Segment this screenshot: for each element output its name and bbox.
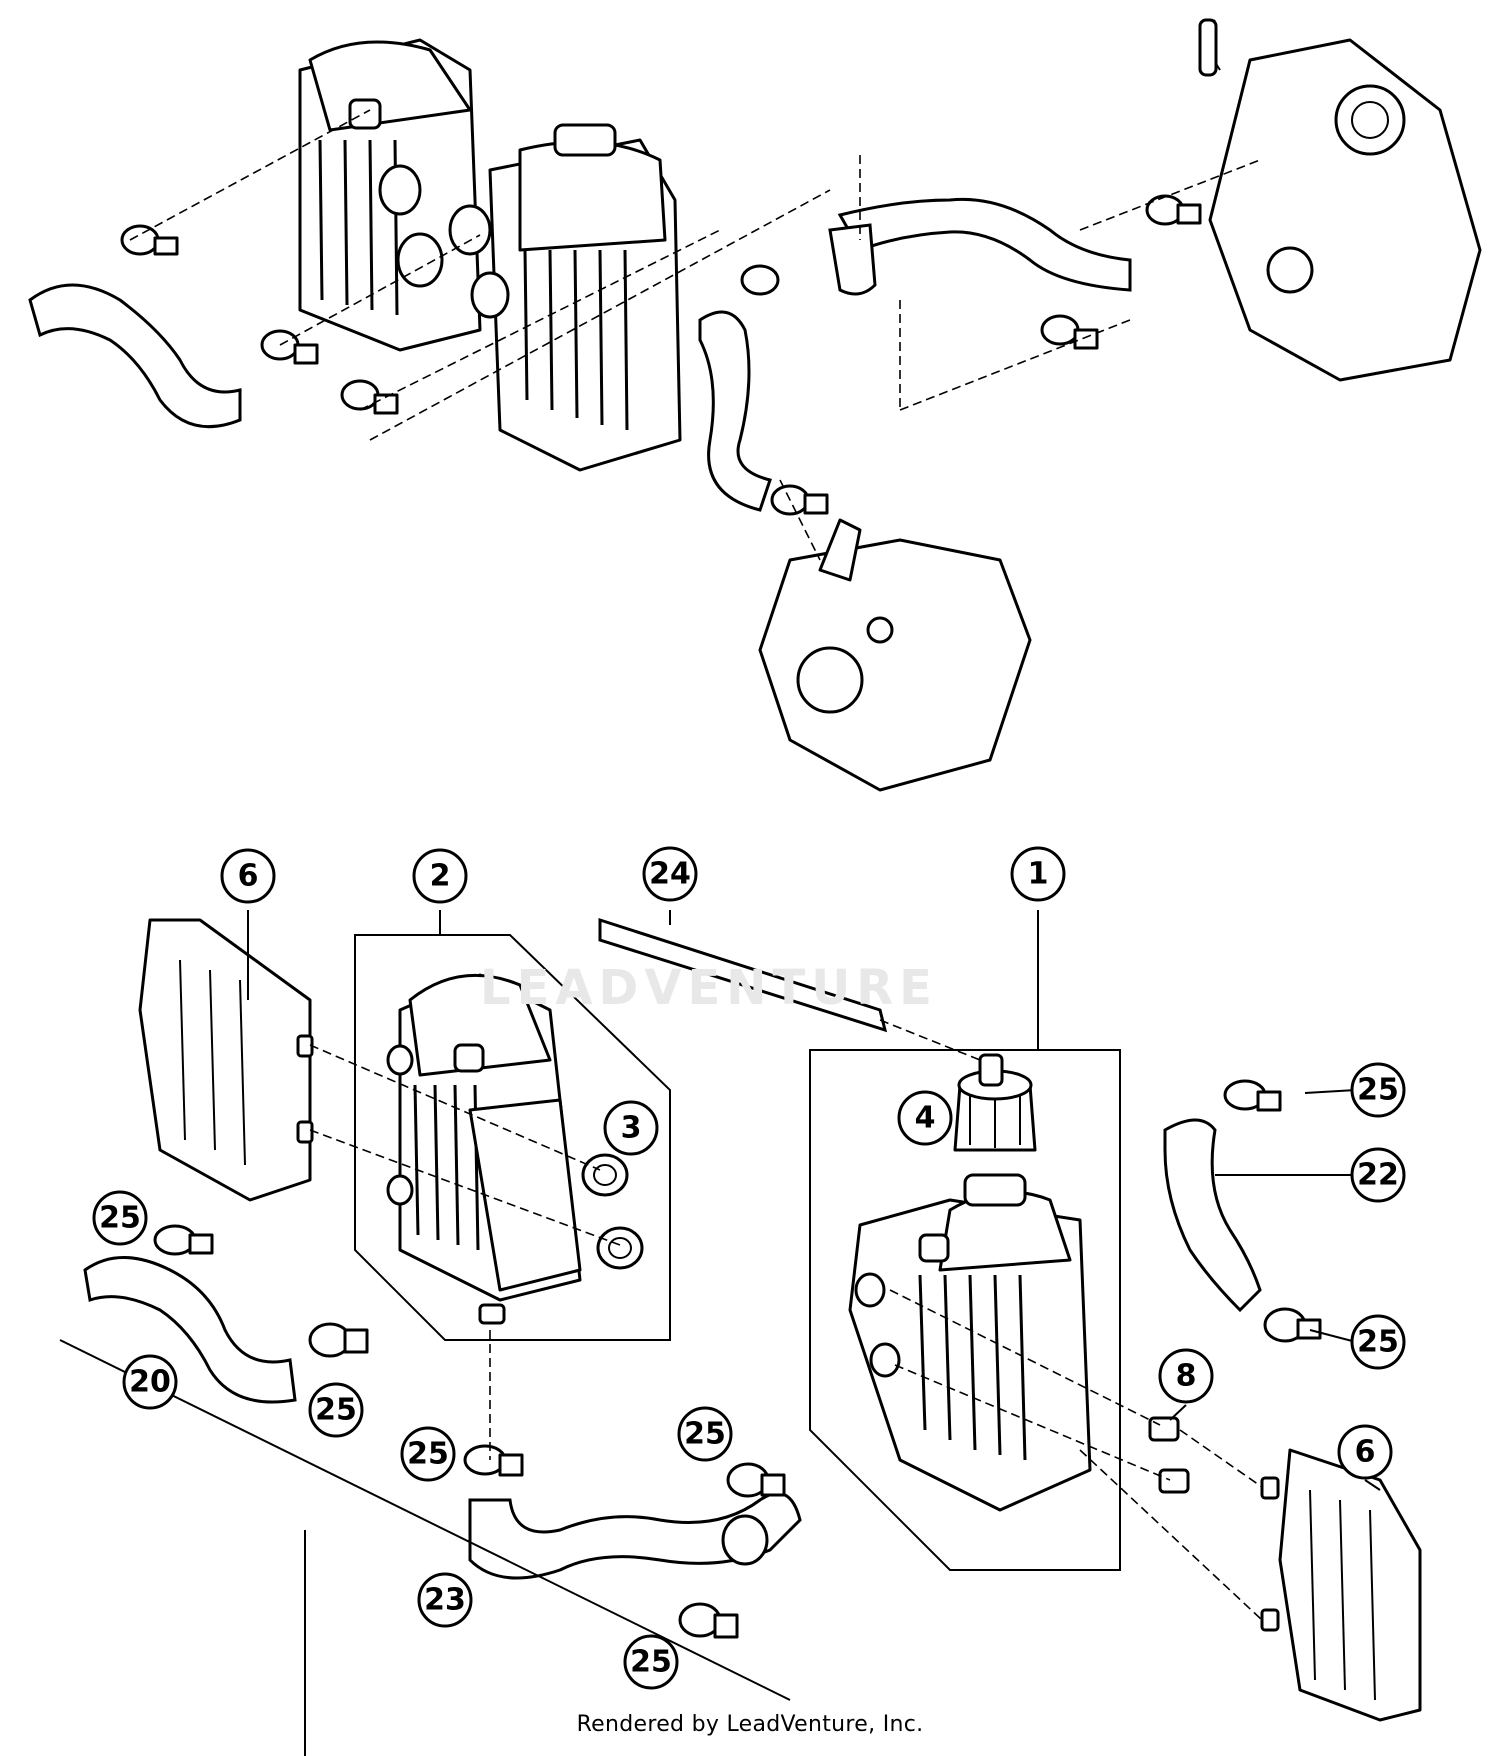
- top-middle-radiator: [448, 123, 682, 472]
- callout-20: 20: [122, 1354, 178, 1410]
- callout-label: 24: [649, 857, 691, 892]
- callout-label: 4: [915, 1101, 936, 1136]
- footer-credit: Rendered by LeadVenture, Inc.: [576, 1712, 924, 1737]
- callout-label: 25: [684, 1417, 726, 1452]
- callout-label: 6: [1355, 1435, 1376, 1470]
- callout-label: 25: [315, 1393, 357, 1428]
- top-left-radiator: [298, 38, 482, 352]
- top-hose-elbow: [828, 223, 877, 296]
- pipe-line-left: [59, 1339, 791, 1701]
- callout-2: 2: [412, 848, 468, 904]
- radiator-shroud-right: [1260, 1448, 1422, 1722]
- callout-label: 25: [99, 1201, 141, 1236]
- radiator-shroud-left: [138, 918, 314, 1202]
- callout-label: 22: [1357, 1158, 1399, 1193]
- bottom-dash-lines: [309, 1019, 1263, 1621]
- callout-label: 20: [129, 1365, 171, 1400]
- hose-clamps: [153, 1079, 1322, 1639]
- top-hose-right: [837, 197, 1132, 292]
- callout-4: 4: [897, 1090, 953, 1146]
- callout-6-right: 6: [1337, 1424, 1393, 1480]
- callout-25-c: 25: [400, 1426, 456, 1482]
- callout-25-b: 25: [308, 1382, 364, 1438]
- radiator-right: [848, 1173, 1092, 1512]
- group-box-2: [354, 934, 671, 1341]
- callout-22: 22: [1350, 1147, 1406, 1203]
- top-clamps-left: [120, 224, 399, 415]
- callout-23: 23: [417, 1572, 473, 1628]
- callout-25-a: 25: [92, 1190, 148, 1246]
- callout-label: 2: [430, 859, 451, 894]
- callout-label: 6: [238, 859, 259, 894]
- callout-1: 1: [1010, 846, 1066, 902]
- group-box-1: [809, 1049, 1121, 1571]
- leader-lines: [247, 910, 1381, 1491]
- callout-3: 3: [603, 1100, 659, 1156]
- grommets: [581, 1153, 644, 1270]
- bolts: [1148, 1416, 1190, 1494]
- bottom-assembly: [59, 917, 1422, 1756]
- hose-23-end: [721, 1514, 769, 1566]
- top-hose-left: [28, 283, 242, 429]
- callout-6-left: 6: [220, 848, 276, 904]
- breather-hose: [598, 917, 888, 1033]
- callout-24: 24: [642, 846, 698, 902]
- hose-20: [83, 1256, 297, 1404]
- top-engine-cover: [1198, 18, 1482, 382]
- top-assembly: [28, 18, 1482, 792]
- callout-25-e: 25: [623, 1634, 679, 1690]
- callout-8: 8: [1158, 1348, 1214, 1404]
- hose-23: [468, 1491, 802, 1580]
- top-dash-lines: [129, 109, 1261, 561]
- callout-label: 8: [1176, 1359, 1197, 1394]
- callout-label: 25: [630, 1645, 672, 1680]
- top-hose-vertical: [698, 310, 772, 512]
- callout-label: 23: [424, 1583, 466, 1618]
- callout-label: 1: [1028, 857, 1049, 892]
- top-cylinder-head: [758, 484, 1032, 792]
- callout-25-f: 25: [1350, 1062, 1406, 1118]
- callout-25-d: 25: [677, 1406, 733, 1462]
- callout-label: 25: [1357, 1073, 1399, 1108]
- hose-22: [1163, 1118, 1262, 1313]
- radiator-cap: [953, 1053, 1037, 1152]
- radiator-left: [386, 973, 582, 1325]
- callout-label: 25: [407, 1437, 449, 1472]
- callout-25-g: 25: [1350, 1314, 1406, 1370]
- callout-label: 25: [1357, 1325, 1399, 1360]
- top-clamps-right: [740, 194, 1202, 350]
- callout-label: 3: [621, 1111, 642, 1146]
